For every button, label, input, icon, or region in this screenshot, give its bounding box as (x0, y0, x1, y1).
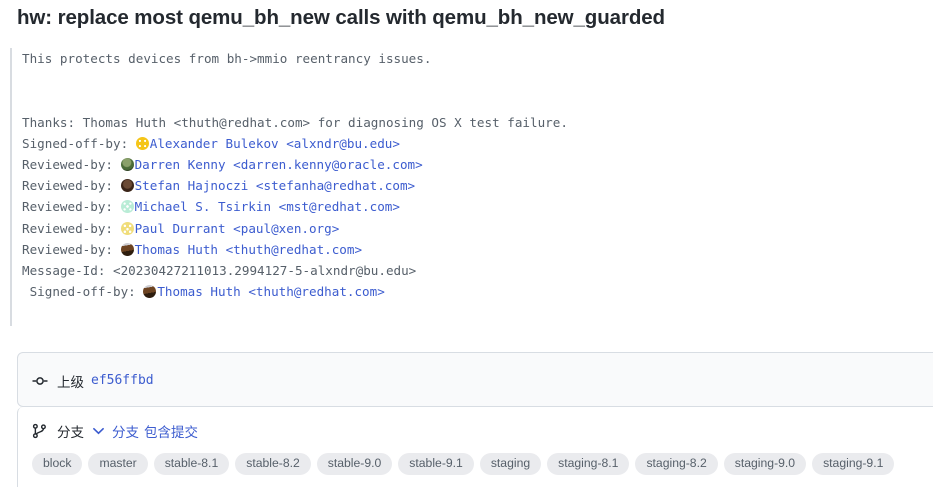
trailer-label: Reviewed-by: (22, 220, 121, 236)
photo-green-avatar (120, 157, 134, 171)
trailer-author-email[interactable]: <paul@xen.org> (233, 220, 340, 236)
commit-message-line (22, 90, 910, 111)
commit-trailer-line: Reviewed-by: Stefan Hajnoczi <stefanha@r… (22, 175, 910, 196)
chevron-down-icon[interactable] (93, 427, 104, 435)
commit-trailer-line: Reviewed-by: Paul Durrant <paul@xen.org> (22, 218, 910, 239)
trailer-author-email[interactable]: <alxndr@bu.edu> (286, 135, 400, 151)
trailer-author-name[interactable]: Alexander Bulekov (149, 135, 287, 151)
photo-brown-avatar (143, 285, 157, 299)
trailer-author-email[interactable]: <stefanha@redhat.com> (255, 178, 416, 194)
branch-tag[interactable]: staging-8.1 (547, 453, 630, 475)
branches-header: 分支 分支 包含提交 (18, 407, 933, 441)
trailer-label: Signed-off-by: (22, 135, 136, 151)
branch-tag[interactable]: stable-9.0 (316, 453, 393, 475)
identicon-orange-avatar (135, 136, 149, 150)
commit-message-line: This protects devices from bh->mmio reen… (22, 51, 432, 66)
trailer-author-email[interactable]: <mst@redhat.com> (278, 199, 400, 215)
branch-tag[interactable]: staging-8.2 (635, 453, 718, 475)
commit-trailer-line: Signed-off-by: Alexander Bulekov <alxndr… (22, 133, 910, 154)
trailer-author-email[interactable]: <thuth@redhat.com> (225, 241, 363, 257)
trailer-author-name[interactable]: Michael S. Tsirkin (134, 199, 279, 215)
branches-link-primary[interactable]: 分支 (112, 425, 139, 440)
parent-commit-row: 上级 ef56ffbd (18, 353, 933, 408)
branches-label: 分支 (57, 425, 84, 440)
git-branch-icon (32, 423, 47, 439)
trailer-author-name[interactable]: Darren Kenny (134, 156, 234, 172)
parent-commit-card: 上级 ef56ffbd (17, 352, 933, 407)
commit-trailer-line: Reviewed-by: Darren Kenny <darren.kenny@… (22, 154, 910, 175)
branch-tag[interactable]: stable-8.2 (235, 453, 311, 475)
identicon-yellow-avatar (120, 221, 134, 235)
trailer-author-email[interactable]: <thuth@redhat.com> (248, 284, 385, 300)
commit-message-line: Thanks: Thomas Huth <thuth@redhat.com> f… (22, 114, 568, 130)
trailer-label: Reviewed-by: (22, 241, 121, 257)
branch-tag[interactable]: staging-9.1 (812, 453, 895, 475)
commit-trailer-line: Reviewed-by: Thomas Huth <thuth@redhat.c… (22, 239, 910, 260)
photo-brown-avatar (120, 242, 134, 256)
trailer-author-email[interactable]: <darren.kenny@oracle.com> (233, 156, 423, 172)
commit-message-line: Message-Id: <20230427211013.2994127-5-al… (22, 262, 417, 278)
trailer-author-name[interactable]: Thomas Huth (134, 241, 226, 257)
photo-dark-avatar (120, 179, 134, 193)
trailer-label: Reviewed-by: (22, 199, 121, 215)
branch-tag[interactable]: master (88, 453, 148, 475)
commit-trailer-line: Signed-off-by: Thomas Huth <thuth@redhat… (22, 281, 910, 302)
parent-sha-link[interactable]: ef56ffbd (91, 373, 154, 388)
git-commit-icon (32, 373, 48, 389)
branches-link-secondary[interactable]: 包含提交 (144, 425, 198, 440)
parent-label: 上级 (57, 374, 84, 390)
trailer-label: Reviewed-by: (22, 178, 121, 194)
identicon-mint-avatar (120, 200, 134, 214)
branch-tag[interactable]: stable-8.1 (153, 453, 230, 475)
branch-tag[interactable]: staging (479, 453, 542, 475)
commit-trailer-line: Reviewed-by: Michael S. Tsirkin <mst@red… (22, 196, 910, 217)
branch-tag[interactable]: stable-9.1 (398, 453, 474, 475)
trailer-author-name[interactable]: Stefan Hajnoczi (134, 178, 256, 194)
trailer-author-name[interactable]: Paul Durrant (134, 220, 234, 236)
branch-tag[interactable]: staging-9.0 (723, 453, 807, 475)
commit-message-body: This protects devices from bh->mmio reen… (10, 48, 910, 326)
commit-message-line (22, 69, 910, 90)
trailer-author-name[interactable]: Thomas Huth (157, 284, 249, 300)
trailer-label: Signed-off-by: (22, 284, 144, 300)
page-title: hw: replace most qemu_bh_new calls with … (17, 6, 665, 29)
branch-tag[interactable]: block (32, 453, 83, 475)
trailer-label: Reviewed-by: (22, 156, 121, 172)
